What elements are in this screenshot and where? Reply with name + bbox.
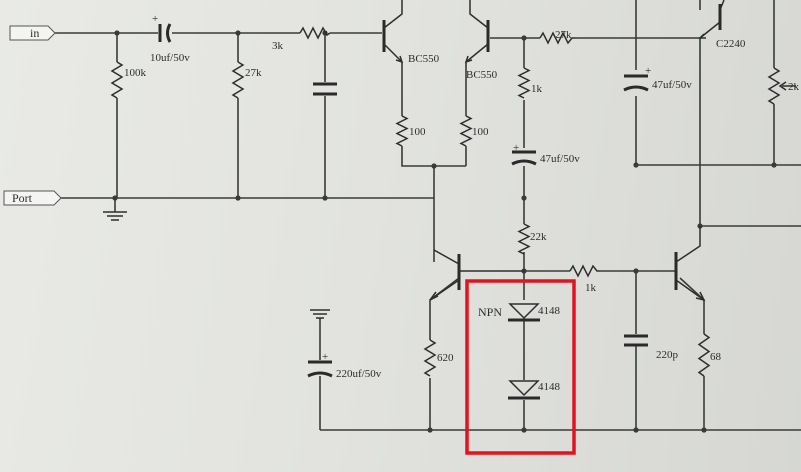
ground-symbol-2: [310, 309, 330, 328]
resistor-1k-b: 1k: [569, 264, 600, 294]
transistor-lower-left: [429, 249, 524, 301]
ground-symbol: [103, 211, 127, 221]
resistor-100-b: 100: [459, 115, 489, 147]
transistor-lower-right: [674, 226, 706, 302]
resistor-620-label: 620: [437, 352, 454, 364]
svg-text:+: +: [322, 351, 328, 363]
resistor-22k-label: 22k: [530, 231, 547, 243]
resistor-68: 68: [697, 333, 722, 377]
transistor-q1-bc550: BC550: [382, 0, 440, 65]
resistor-100k: 100k: [110, 61, 147, 99]
resistor-27k-feedback-label: 27k: [555, 29, 572, 41]
resistor-27k-feedback: 27k: [539, 29, 575, 45]
capacitor-220uf: + 220uf/50v: [307, 351, 382, 380]
diode-d2: 4148: [508, 380, 561, 400]
npn-label: NPN: [478, 305, 502, 319]
resistor-68-label: 68: [710, 351, 722, 363]
capacitor-47uf-b: + 47uf/50v: [623, 65, 692, 92]
input-capacitor-label: 10uf/50v: [150, 52, 190, 64]
capacitor-47uf-a-label: 47uf/50v: [540, 153, 580, 165]
resistor-620: 620: [423, 339, 454, 377]
svg-text:+: +: [513, 142, 519, 154]
resistor-1k-a: 1k: [517, 67, 543, 99]
resistor-22k: 22k: [517, 223, 547, 255]
port-tag: Port: [3, 190, 62, 206]
svg-text:+: +: [645, 65, 651, 77]
resistor-100-a-label: 100: [409, 126, 426, 138]
resistor-27k-a-label: 27k: [245, 67, 262, 79]
transistor-c2240: C2240: [698, 0, 746, 50]
diode-d2-label: 4148: [538, 381, 561, 393]
transistor-c2240-label: C2240: [716, 38, 746, 50]
diode-d1-label: 4148: [538, 305, 561, 317]
resistor-100-a: 100: [395, 115, 426, 147]
transistor-q2-bc550: BC550: [464, 0, 498, 81]
transistor-q2-label: BC550: [466, 69, 498, 81]
capacitor-47uf-a: + 47uf/50v: [511, 142, 580, 166]
resistor-1k-a-label: 1k: [531, 83, 543, 95]
input-capacitor: + 10uf/50v: [150, 13, 190, 64]
resistor-1k-b-label: 1k: [585, 282, 597, 294]
input-port: in: [9, 25, 56, 41]
highlight-box: [465, 279, 576, 455]
potentiometer-2k-label: 2k: [788, 81, 800, 93]
capacitor-220uf-label: 220uf/50v: [336, 368, 382, 380]
transistor-q1-label: BC550: [408, 53, 440, 65]
capacitor-47uf-b-label: 47uf/50v: [652, 79, 692, 91]
diode-d1: 4148 NPN: [478, 303, 561, 322]
wires: [55, 0, 801, 431]
resistor-3k: 3k: [272, 26, 331, 52]
capacitor-220p: 220p: [624, 334, 679, 361]
svg-text:+: +: [152, 13, 158, 25]
resistor-3k-label: 3k: [272, 40, 284, 52]
capacitor-shunt: [313, 82, 337, 96]
port-tag-label: Port: [12, 191, 33, 205]
resistor-100-b-label: 100: [472, 126, 489, 138]
resistor-100k-label: 100k: [124, 67, 147, 79]
potentiometer-2k: 2k: [767, 67, 800, 105]
resistor-27k-a: 27k: [231, 61, 262, 99]
input-port-label: in: [30, 26, 39, 40]
capacitor-220p-label: 220p: [656, 349, 679, 361]
